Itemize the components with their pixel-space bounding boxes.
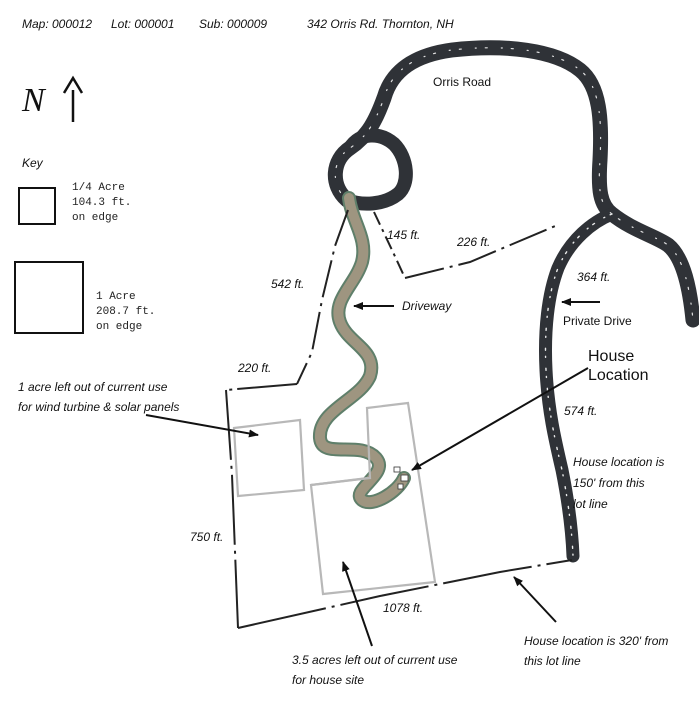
measure-364: 364 ft. bbox=[577, 270, 611, 284]
pointer-arrows bbox=[145, 298, 600, 647]
address: 342 Orris Rd. Thornton, NH bbox=[307, 17, 454, 31]
house-150-note: House location is 150' from this lot lin… bbox=[573, 455, 665, 511]
driveway-label: Driveway bbox=[402, 299, 452, 313]
measure-750: 750 ft. bbox=[190, 530, 224, 544]
lot-number: Lot: 000001 bbox=[111, 17, 175, 31]
house-marker bbox=[393, 466, 409, 490]
north-arrow-icon bbox=[62, 75, 84, 122]
measure-1078: 1078 ft. bbox=[383, 601, 424, 615]
measure-574: 574 ft. bbox=[564, 404, 598, 418]
measure-226: 226 ft. bbox=[457, 235, 491, 249]
driveway bbox=[313, 191, 411, 509]
wind-solar-acre bbox=[232, 418, 306, 498]
key-one-acre-text: 1 Acre 208.7 ft. on edge bbox=[96, 291, 156, 333]
wind-solar-note: 1 acre left out of current use for wind … bbox=[18, 380, 180, 414]
key-title: Key bbox=[22, 156, 43, 170]
key-one-acre-swatch bbox=[14, 261, 84, 334]
orris-road bbox=[327, 40, 699, 563]
house-320-note: House location is 320' from this lot lin… bbox=[524, 634, 669, 668]
map-number: Map: 000012 bbox=[22, 17, 93, 31]
house-location-title: House Location bbox=[588, 348, 649, 384]
private-drive-label: Private Drive bbox=[563, 314, 632, 328]
acre-boxes bbox=[232, 401, 437, 596]
measure-220: 220 ft. bbox=[238, 361, 272, 375]
north-label: N bbox=[22, 82, 45, 119]
house-site-quarter bbox=[309, 401, 437, 596]
lot-lines bbox=[225, 209, 573, 629]
orris-road-label: Orris Road bbox=[433, 75, 492, 89]
sub-number: Sub: 000009 bbox=[199, 17, 268, 31]
measure-145: 145 ft. bbox=[387, 228, 421, 242]
house-site-note: 3.5 acres left out of current use for ho… bbox=[292, 653, 458, 687]
key-quarter-acre-text: 1/4 Acre 104.3 ft. on edge bbox=[72, 182, 132, 224]
measure-542: 542 ft. bbox=[271, 277, 305, 291]
key-quarter-acre-swatch bbox=[18, 187, 56, 225]
